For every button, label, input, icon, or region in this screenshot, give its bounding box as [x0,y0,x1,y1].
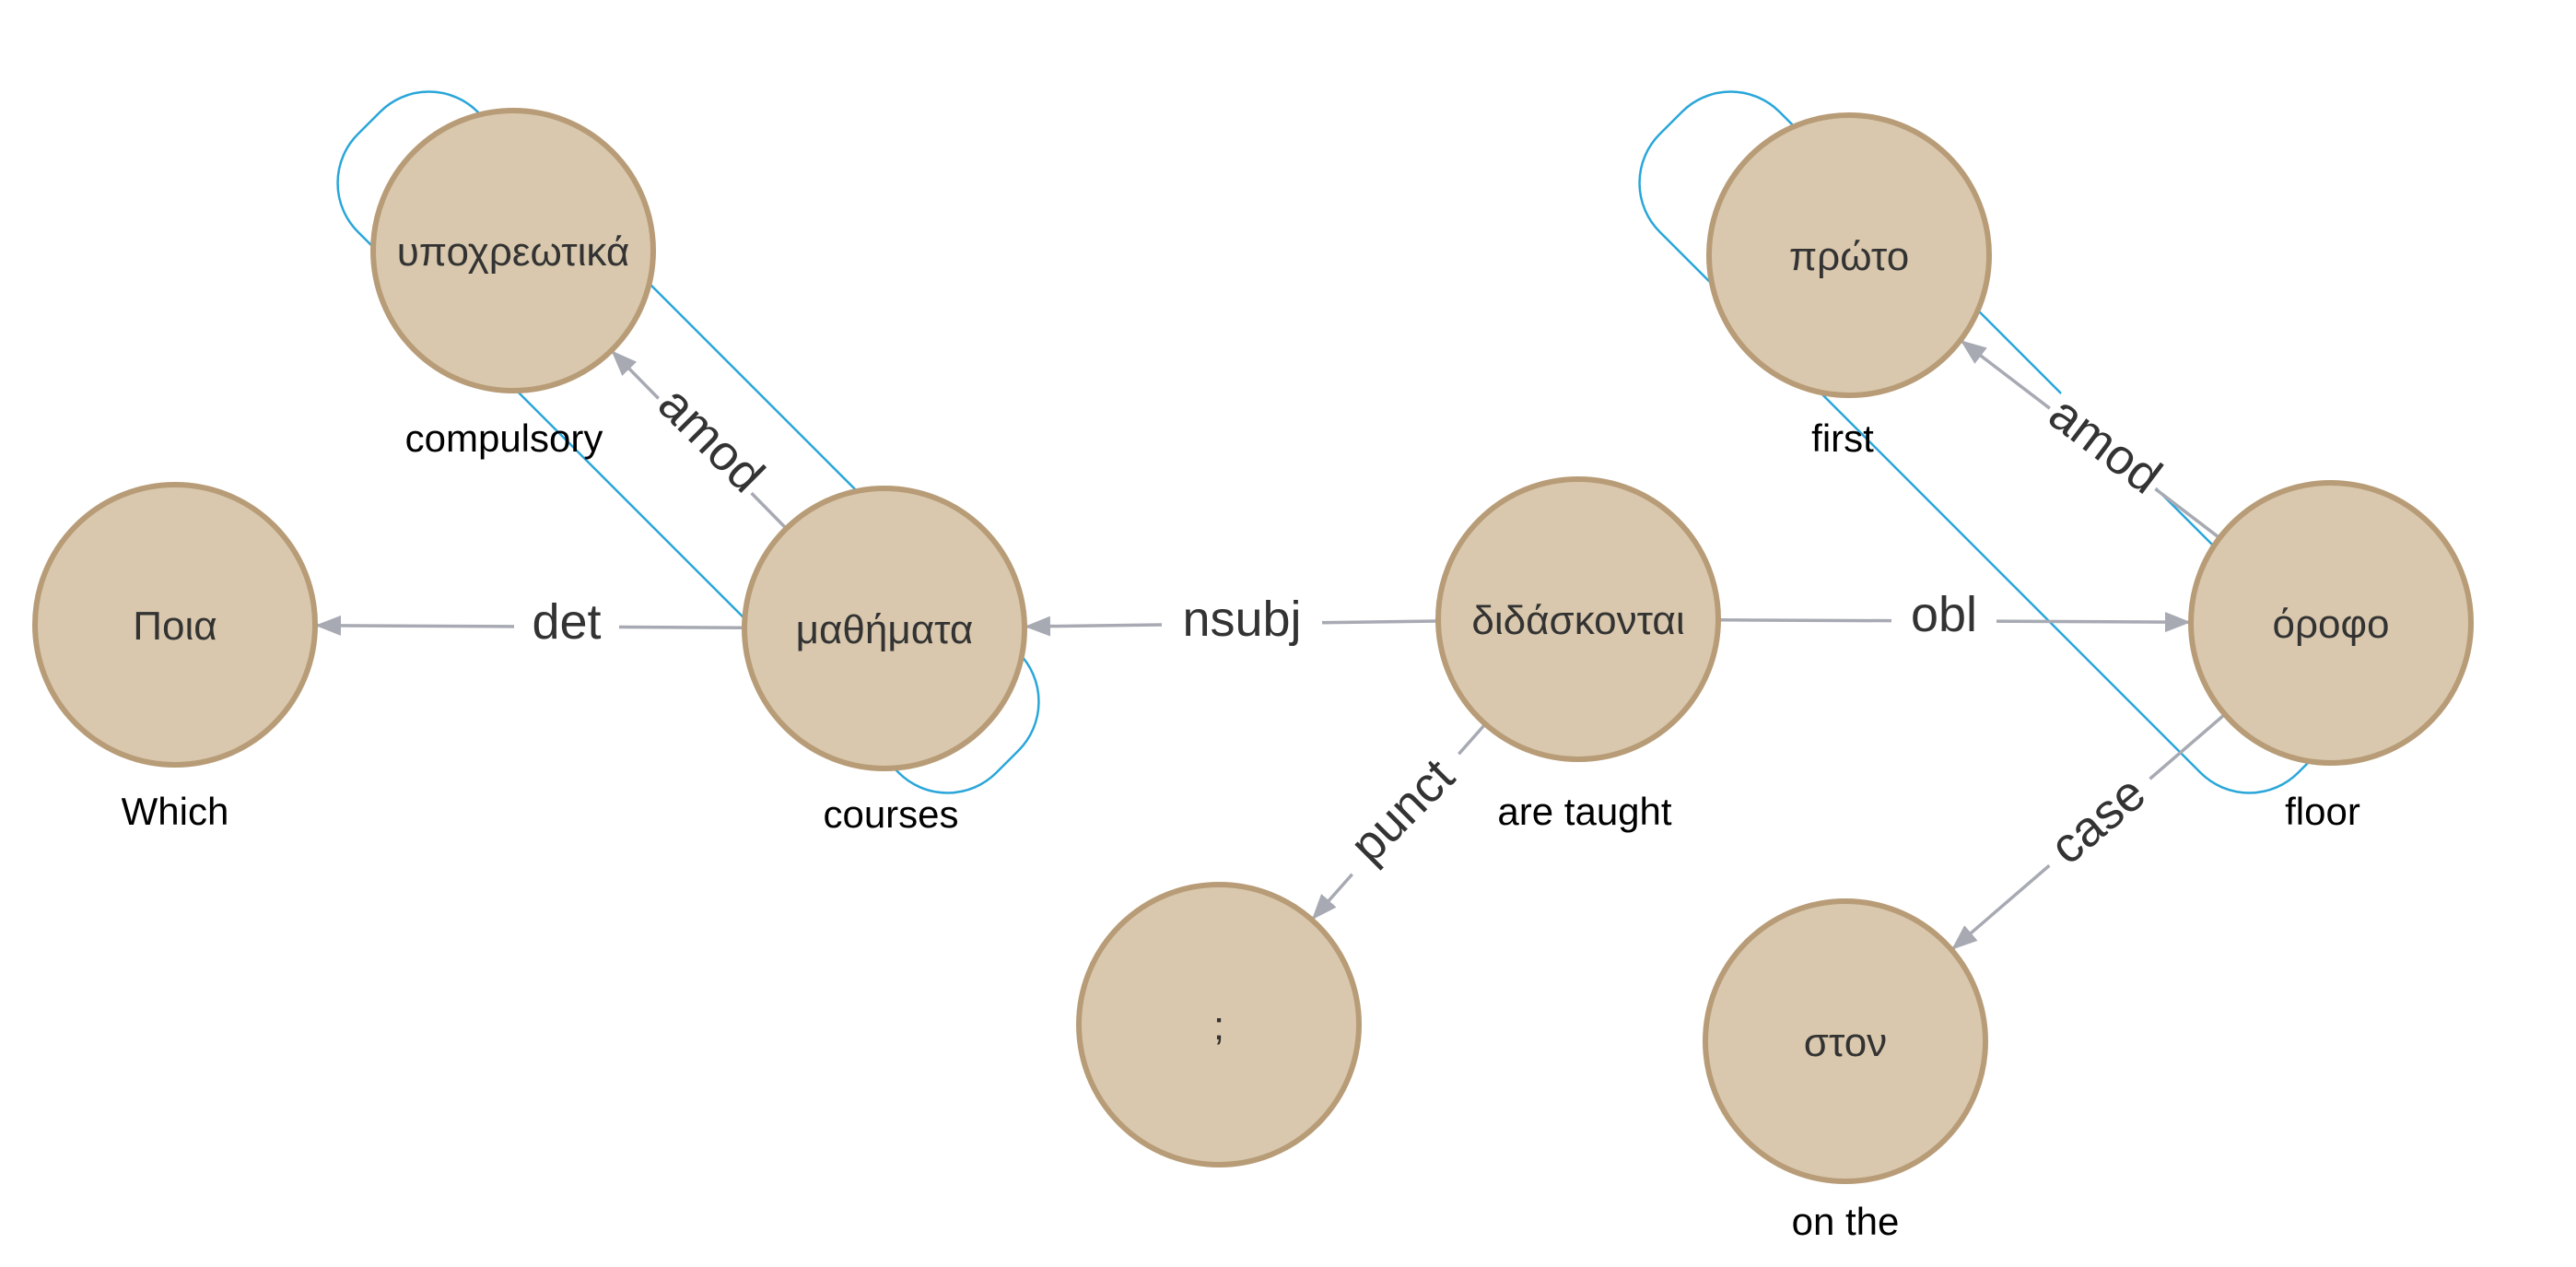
edge-label-background [2037,382,2175,505]
edge-label-nsubj: nsubj [1182,592,1301,647]
node-didaskontai[interactable]: διδάσκονται [1435,476,1721,762]
node-word-erotimatiko: ; [1213,1003,1224,1049]
gloss-poia: Which [122,790,229,833]
node-circle-didaskontai[interactable] [1435,476,1721,762]
node-circle-orofo[interactable] [2188,480,2474,766]
edge-label-background [1326,734,1476,885]
gloss-didaskontai: are taught [1497,790,1671,833]
group-outline-left [336,90,1040,794]
edge-label-background [2029,756,2164,882]
node-proto[interactable]: πρώτο [1706,112,1992,398]
gloss-proto: first [1811,416,1874,460]
node-word-proto: πρώτο [1789,234,1909,279]
edge-label-background [1891,587,1996,639]
edge-label-group-didaskontai-orofo: obl [1891,587,1996,642]
node-circle-mathimata[interactable] [742,486,1027,771]
node-circle-proto[interactable] [1706,112,1992,398]
node-orofo[interactable]: όροφο [2188,480,2474,766]
edge-label-obl: obl [1911,587,1977,642]
gloss-orofo: floor [2285,790,2360,833]
edge-label-background [647,372,779,504]
edge-label-group-mathimata-poia: det [514,594,619,650]
edge-label-background [1162,592,1322,643]
edge-label-group-didaskontai-erotimatiko: punct [1326,734,1476,885]
edge-label-group-orofo-proto: amod [2037,382,2175,505]
node-ypoxreotika[interactable]: υποχρεωτικά [370,108,656,393]
node-word-orofo: όροφο [2273,602,2390,647]
node-word-ypoxreotika: υποχρεωτικά [397,229,630,275]
gloss-mathimata: courses [823,792,958,836]
edge-label-det: det [532,594,601,650]
node-circle-ston[interactable] [1703,898,1988,1184]
node-word-poia: Ποια [133,604,217,649]
node-poia[interactable]: Ποια [32,482,318,768]
gloss-ston: on the [1792,1200,1900,1243]
edge-label-background [514,594,619,646]
node-ston[interactable]: στον [1703,898,1988,1184]
node-circle-erotimatiko[interactable] [1076,882,1362,1167]
node-word-ston: στον [1804,1020,1887,1065]
node-circle-poia[interactable] [32,482,318,768]
node-word-mathimata: μαθήματα [796,607,974,652]
edge-label-group-orofo-ston: case [2029,756,2164,882]
edge-label-amod: amod [2039,385,2172,504]
node-word-didaskontai: διδάσκονται [1471,598,1684,643]
edge-label-group-didaskontai-mathimata: nsubj [1162,592,1322,647]
gloss-ypoxreotika: compulsory [405,416,603,460]
node-mathimata[interactable]: μαθήματα [742,486,1027,771]
node-erotimatiko[interactable]: ; [1076,882,1362,1167]
node-circle-ypoxreotika[interactable] [370,108,656,393]
